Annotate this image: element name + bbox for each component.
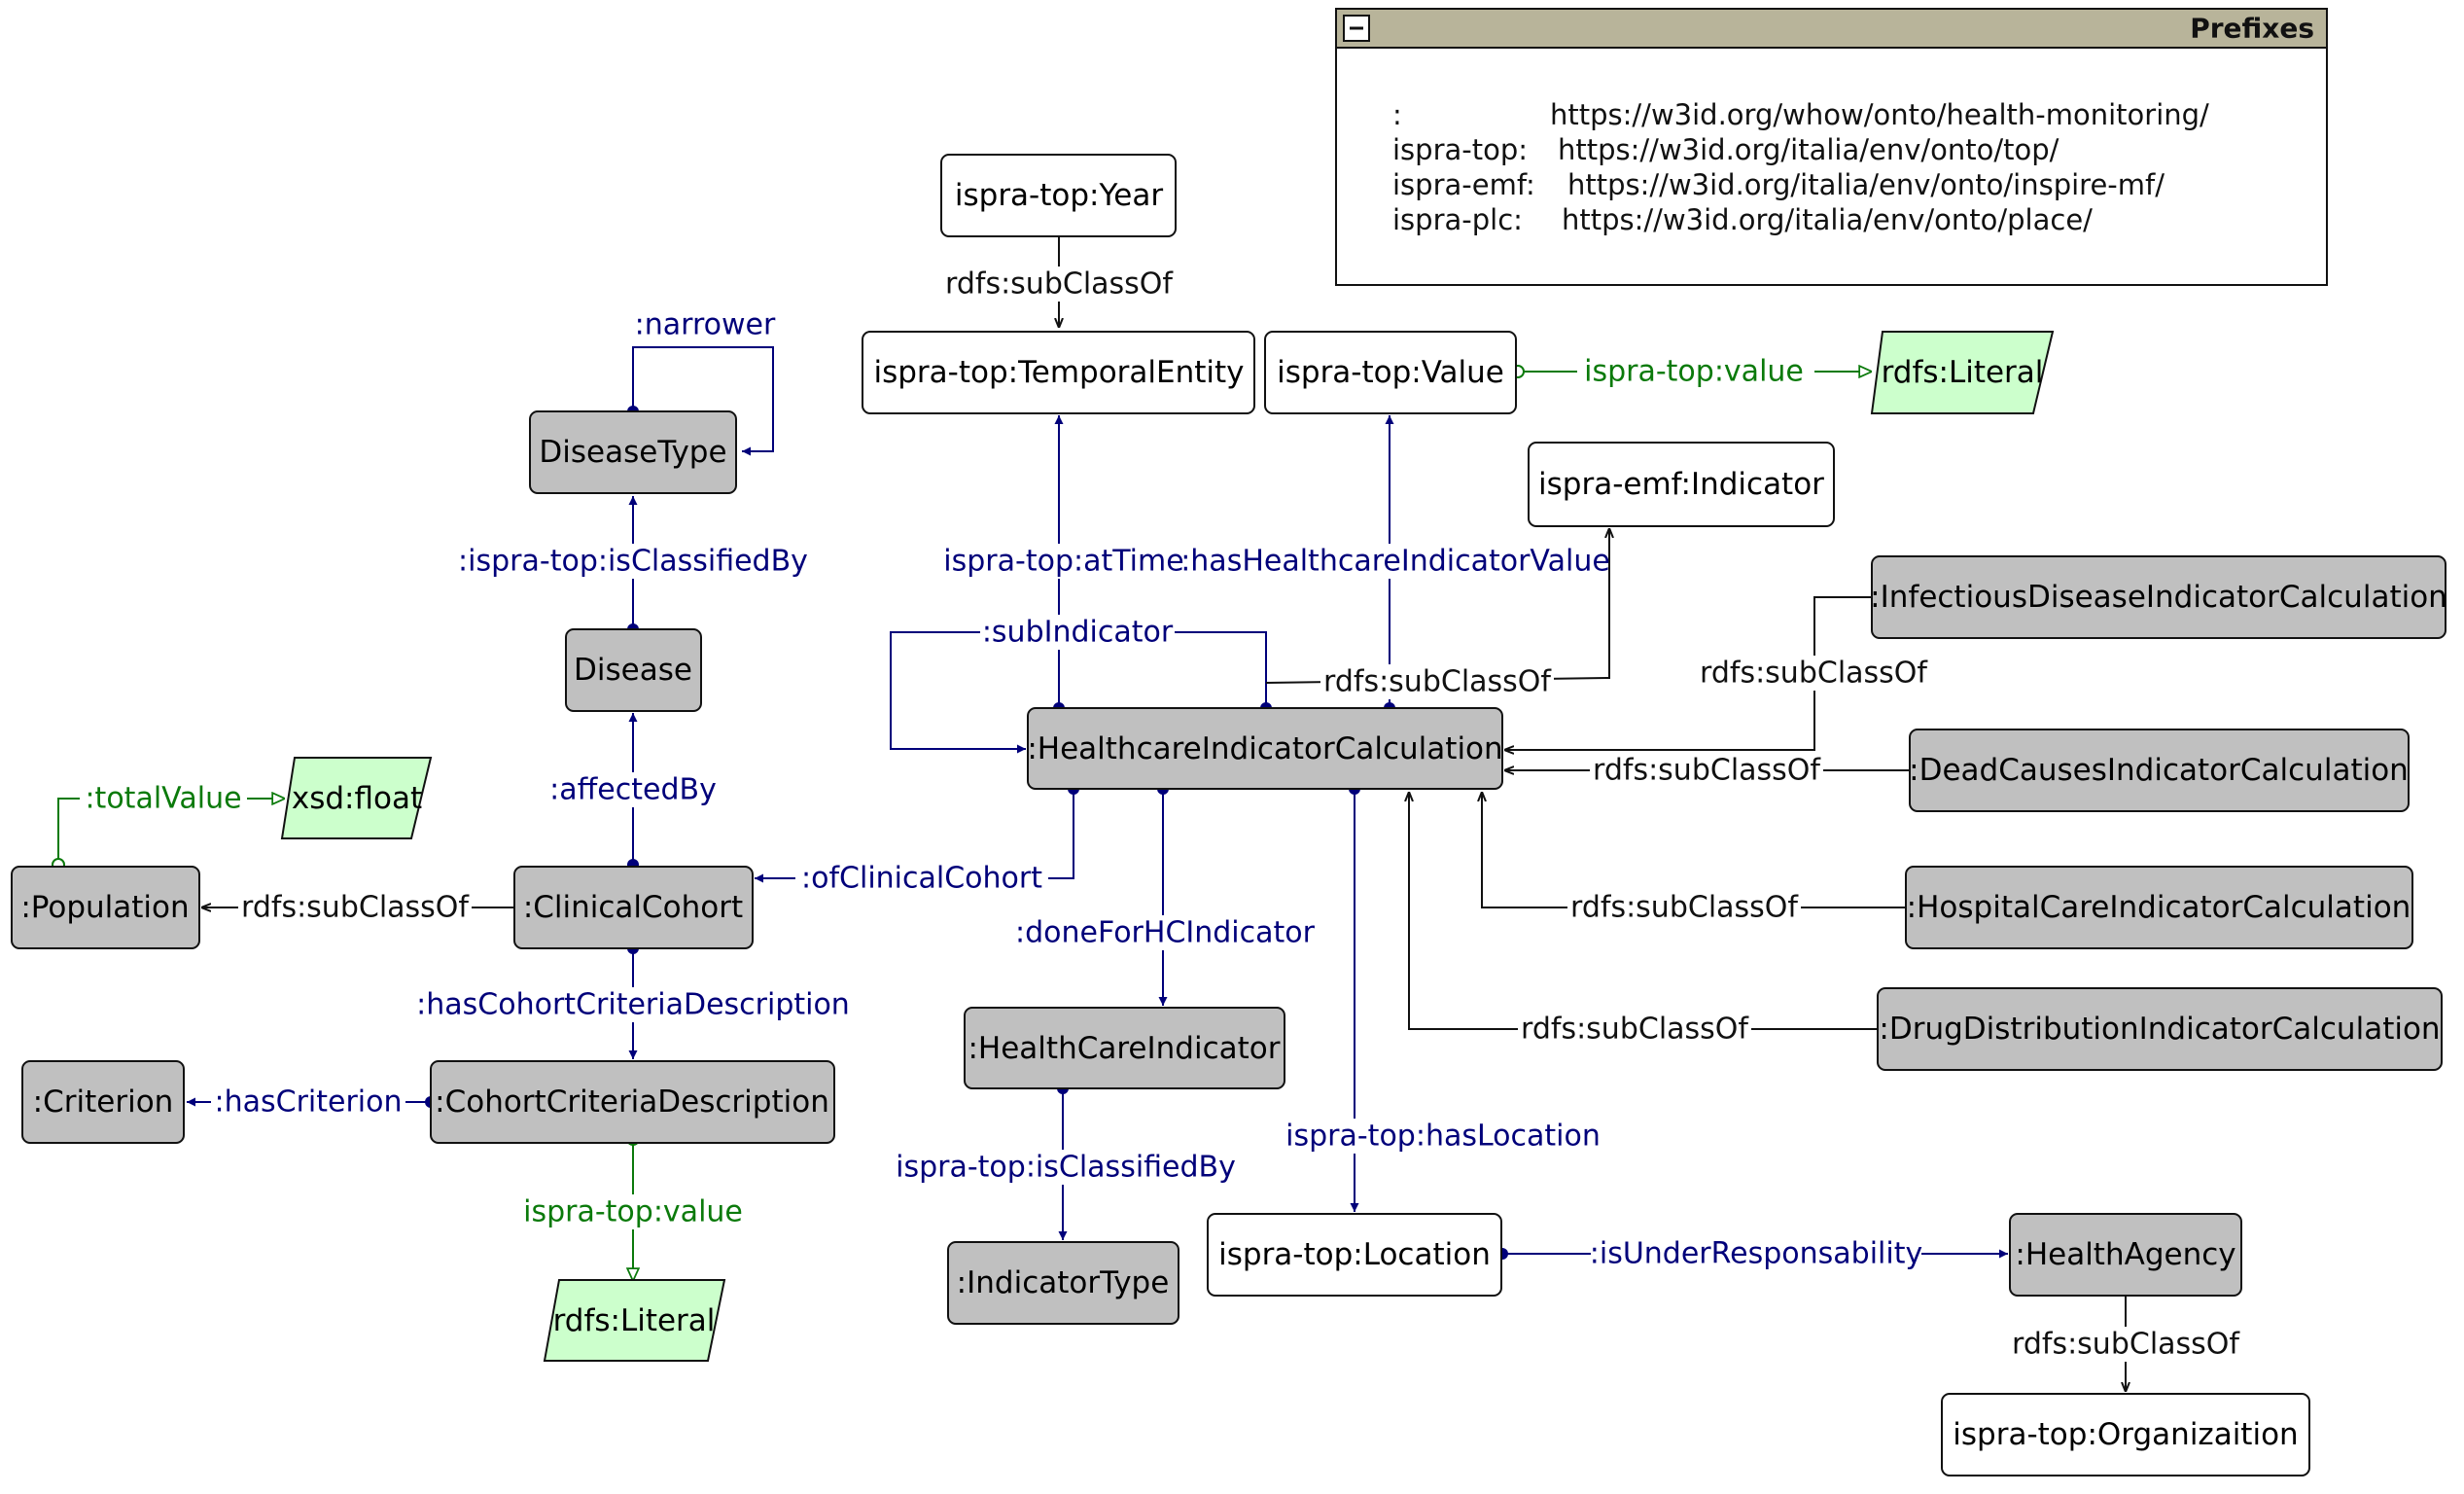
node-literal-bottom-label: rdfs:Literal (553, 1303, 716, 1338)
node-drug-distribution[interactable]: :DrugDistributionIndicatorCalculation (1877, 987, 2443, 1071)
edge-label-has-criterion: :hasCriterion (214, 1085, 402, 1120)
node-temporal-entity-label: ispra-top:TemporalEntity (873, 355, 1244, 390)
edge-label-ccd-value: ispra-top:value (523, 1195, 743, 1229)
node-hcic-label: :HealthcareIndicatorCalculation (1027, 731, 1502, 766)
node-disease-type[interactable]: DiseaseType (529, 410, 737, 494)
edge-label-dead-subclass: rdfs:subClassOf (1593, 754, 1821, 788)
prefix-name: ispra-plc: (1392, 203, 1523, 236)
node-cohort-criteria-description[interactable]: :CohortCriteriaDescription (430, 1060, 835, 1144)
edge-label-affected-by: :affectedBy (549, 773, 717, 807)
edge-label-has-ccd: :hasCohortCriteriaDescription (416, 988, 850, 1022)
nodes-layer: ispra-top:Year ispra-top:TemporalEntity … (11, 154, 2447, 1476)
node-organization-label: ispra-top:Organizaition (1953, 1417, 2298, 1452)
node-location[interactable]: ispra-top:Location (1207, 1213, 1502, 1297)
edge-label-indicator-subclass: rdfs:subClassOf (1323, 665, 1552, 699)
node-xsd-float-label: xsd:float (292, 781, 422, 816)
node-literal-bottom[interactable]: rdfs:Literal (543, 1279, 726, 1362)
node-health-agency[interactable]: :HealthAgency (2009, 1213, 2242, 1297)
edge-label-of-clinical-cohort: :ofClinicalCohort (801, 862, 1042, 896)
prefix-row: ispra-top: https://w3id.org/italia/env/o… (1392, 133, 2059, 166)
node-hc-indicator-calculation[interactable]: :HealthcareIndicatorCalculation (1027, 707, 1503, 790)
edge-label-is-classified-by-indicator: ispra-top:isClassifiedBy (896, 1151, 1236, 1185)
node-dead-causes[interactable]: :DeadCausesIndicatorCalculation (1909, 729, 2410, 812)
node-population[interactable]: :Population (11, 866, 200, 949)
node-ccd-label: :CohortCriteriaDescription (435, 1085, 829, 1120)
node-indicator[interactable]: ispra-emf:Indicator (1528, 442, 1835, 527)
node-dead-causes-label: :DeadCausesIndicatorCalculation (1909, 753, 2409, 788)
prefix-name: : (1392, 98, 1402, 131)
node-literal-top[interactable]: rdfs:Literal (1870, 331, 2055, 414)
node-clinical-cohort[interactable]: :ClinicalCohort (513, 866, 754, 949)
node-location-label: ispra-top:Location (1218, 1237, 1491, 1272)
node-organization[interactable]: ispra-top:Organizaition (1941, 1393, 2310, 1476)
prefix-name: ispra-emf: (1392, 168, 1535, 201)
edge-label-agency-subclass: rdfs:subClassOf (2012, 1328, 2240, 1362)
prefix-iri: https://w3id.org/italia/env/onto/inspire… (1567, 168, 2165, 201)
edge-label-infectious-subclass: rdfs:subClassOf (1700, 657, 1928, 691)
prefix-iri: https://w3id.org/italia/env/onto/top/ (1558, 133, 2059, 166)
edge-label-hospital-subclass: rdfs:subClassOf (1570, 891, 1799, 925)
edge-label-sub-indicator: :subIndicator (982, 616, 1174, 650)
node-year-label: ispra-top:Year (955, 178, 1164, 213)
node-clinical-cohort-label: :ClinicalCohort (523, 890, 743, 925)
node-disease-label: Disease (574, 653, 692, 688)
node-indicator-type-label: :IndicatorType (957, 1265, 1170, 1300)
node-disease-type-label: DiseaseType (539, 435, 726, 470)
node-year[interactable]: ispra-top:Year (940, 154, 1177, 237)
node-hci-label: :HealthCareIndicator (968, 1031, 1280, 1066)
node-disease[interactable]: Disease (565, 628, 702, 712)
prefix-row: : https://w3id.org/whow/onto/health-moni… (1392, 98, 2209, 131)
node-infectious[interactable]: :InfectiousDiseaseIndicatorCalculation (1870, 555, 2447, 639)
edge-label-year-subclass: rdfs:subClassOf (945, 267, 1174, 302)
node-population-label: :Population (20, 890, 189, 925)
edge-label-total-value: :totalValue (85, 782, 241, 816)
edge-label-drug-subclass: rdfs:subClassOf (1521, 1013, 1749, 1047)
node-infectious-label: :InfectiousDiseaseIndicatorCalculation (1870, 580, 2447, 615)
edge-label-population-subclass: rdfs:subClassOf (241, 891, 470, 925)
prefixes-title: Prefixes (2190, 13, 2314, 45)
node-criterion-label: :Criterion (33, 1085, 174, 1120)
edge-label-is-under-responsability: :isUnderResponsability (1590, 1237, 1922, 1271)
edge-done-for-hc-indicator (1157, 783, 1169, 1006)
node-indicator-label: ispra-emf:Indicator (1538, 467, 1824, 502)
prefix-row: ispra-emf: https://w3id.org/italia/env/o… (1392, 168, 2165, 201)
edge-label-done-for-hc-indicator: :doneForHCIndicator (1015, 916, 1316, 950)
edge-label-at-time: ispra-top:atTime (943, 545, 1183, 579)
collapse-button[interactable] (1343, 15, 1370, 42)
edge-label-has-location: ispra-top:hasLocation (1285, 1120, 1601, 1154)
node-hospital-care[interactable]: :HospitalCareIndicatorCalculation (1905, 866, 2413, 949)
node-criterion[interactable]: :Criterion (21, 1060, 185, 1144)
edge-labels-layer: rdfs:subClassOf ispra-top:value :narrowe… (80, 267, 2242, 1362)
edge-label-value-prop: ispra-top:value (1584, 355, 1804, 389)
node-health-care-indicator[interactable]: :HealthCareIndicator (964, 1007, 1285, 1089)
node-drug-distribution-label: :DrugDistributionIndicatorCalculation (1879, 1012, 2440, 1047)
node-xsd-float[interactable]: xsd:float (280, 757, 433, 839)
prefix-row: ispra-plc: https://w3id.org/italia/env/o… (1392, 203, 2093, 236)
edge-label-has-hc-value: :hasHealthcareIndicatorValue (1180, 545, 1610, 579)
prefixes-panel: Prefixes : https://w3id.org/whow/onto/he… (1335, 8, 2328, 286)
node-hospital-care-label: :HospitalCareIndicatorCalculation (1907, 890, 2411, 925)
node-indicator-type[interactable]: :IndicatorType (947, 1241, 1179, 1325)
node-value-label: ispra-top:Value (1277, 355, 1504, 390)
node-literal-top-label: rdfs:Literal (1882, 355, 2044, 390)
prefix-iri: https://w3id.org/italia/env/onto/place/ (1562, 203, 2093, 236)
node-health-agency-label: :HealthAgency (2015, 1237, 2235, 1272)
prefix-name: ispra-top: (1392, 133, 1528, 166)
prefix-iri: https://w3id.org/whow/onto/health-monito… (1550, 98, 2209, 131)
edge-label-narrower: :narrower (635, 308, 776, 342)
node-temporal-entity[interactable]: ispra-top:TemporalEntity (862, 331, 1255, 414)
edge-label-is-classified-by-disease: :ispra-top:isClassifiedBy (458, 545, 808, 579)
node-value[interactable]: ispra-top:Value (1264, 331, 1517, 414)
